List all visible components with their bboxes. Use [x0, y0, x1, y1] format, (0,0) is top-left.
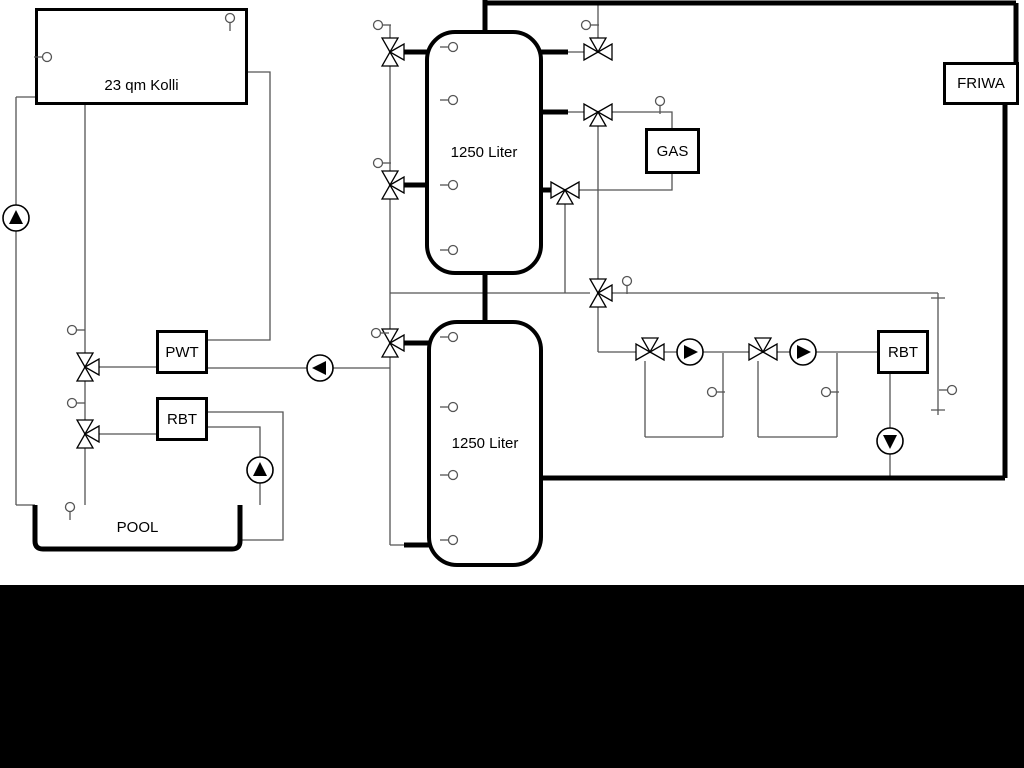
pipe-network-thick — [404, 0, 1019, 548]
buffer-tank-lower: 1250 Liter — [427, 320, 543, 567]
pipe-network-thin — [15, 5, 945, 546]
gas-boiler-box: GAS — [645, 128, 700, 174]
black-bottom-band — [0, 585, 1024, 768]
rbt-left-box: RBT — [156, 397, 208, 441]
pool-area: POOL — [35, 505, 240, 549]
pool-basin — [32, 505, 243, 552]
rbt-right-label: RBT — [888, 343, 918, 361]
rbt-left-label: RBT — [167, 410, 197, 428]
friwa-box: FRIWA — [943, 62, 1019, 105]
friwa-label: FRIWA — [957, 75, 1005, 92]
buffer-tank-upper: 1250 Liter — [425, 30, 543, 275]
pool-label: POOL — [116, 518, 159, 536]
solar-collector: 23 qm Kolli — [35, 8, 248, 105]
tank-lower-label: 1250 Liter — [451, 435, 519, 452]
pwt-box: PWT — [156, 330, 208, 374]
collector-label: 23 qm Kolli — [104, 77, 179, 94]
rbt-right-box: RBT — [877, 330, 929, 374]
pwt-label: PWT — [165, 343, 199, 361]
gas-label: GAS — [656, 142, 689, 160]
tank-upper-label: 1250 Liter — [450, 144, 518, 161]
